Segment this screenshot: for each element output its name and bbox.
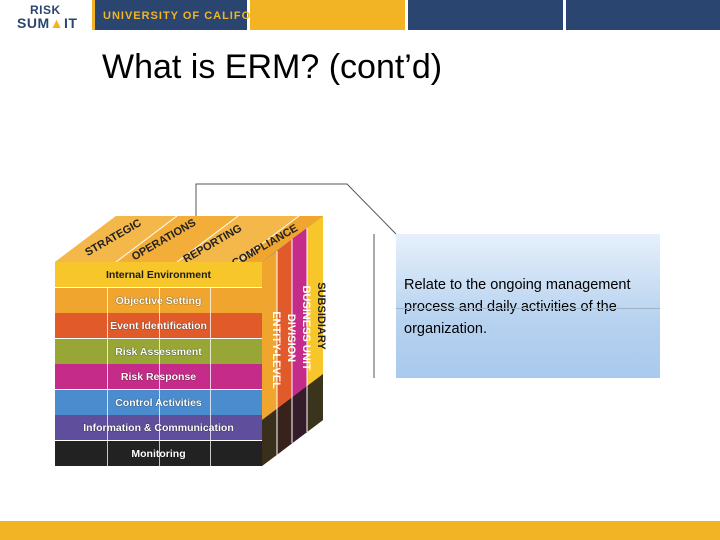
callout-divider	[396, 308, 660, 309]
callout-text: Relate to the ongoing management process…	[404, 277, 631, 337]
callout-box: Relate to the ongoing management process…	[396, 234, 660, 378]
row-internal-environment: Internal Environment	[55, 262, 262, 287]
row-objective-setting: Objective Setting	[55, 288, 262, 313]
header-divider	[92, 0, 95, 30]
side-label-subsidiary: SUBSIDIARY	[315, 282, 327, 350]
row-event-identification: Event Identification	[55, 313, 262, 338]
header-bar-navy-2	[408, 0, 563, 30]
row-information-communication: Information & Communication	[55, 415, 262, 440]
grid-line	[210, 288, 211, 466]
university-name: UNIVERSITY OF CALIFORNIA	[103, 10, 283, 22]
header-bar-navy	[95, 0, 247, 30]
page-title: What is ERM? (cont’d)	[102, 48, 443, 86]
row-monitoring: Monitoring	[55, 441, 262, 466]
side-label-division: DIVISION	[285, 313, 297, 363]
logo-risk: RISK	[30, 3, 61, 17]
footer-bar	[0, 521, 720, 540]
side-label-entity-level: ENTITY-LEVEL	[270, 311, 282, 389]
logo-summit: SUM▲IT	[17, 15, 78, 31]
side-label-business-unit: BUSINESS UNIT	[300, 285, 312, 371]
row-risk-response: Risk Response	[55, 364, 262, 389]
logo-area	[0, 0, 92, 30]
row-risk-assessment: Risk Assessment	[55, 339, 262, 364]
grid-line	[159, 288, 160, 466]
logo-mountain-icon: ▲	[49, 15, 64, 31]
row-control-activities: Control Activities	[55, 390, 262, 415]
grid-line	[107, 288, 108, 466]
header-bar-gold	[250, 0, 405, 30]
header-bar-navy-3	[566, 0, 720, 30]
